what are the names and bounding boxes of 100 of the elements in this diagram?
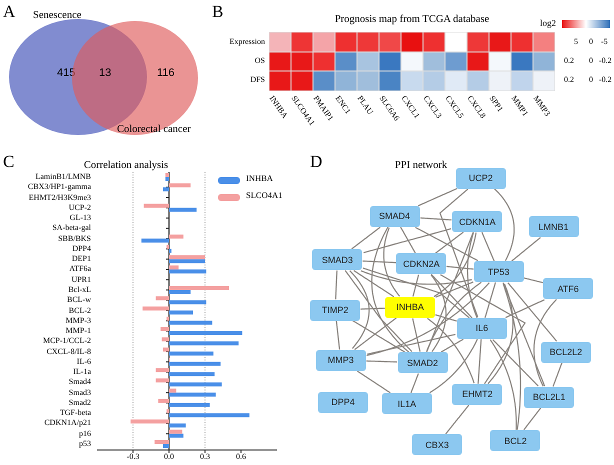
category-label: Smad3 bbox=[68, 388, 91, 397]
interaction-line bbox=[426, 282, 482, 352]
category-label: p16 bbox=[79, 428, 91, 438]
category-label: SA-beta-gal bbox=[52, 223, 91, 232]
category-label: MCP-1/CCL-2 bbox=[42, 336, 91, 346]
panel-letter: C bbox=[3, 152, 14, 172]
legend-label: SLCO4A1 bbox=[246, 190, 282, 200]
protein-node: IL6 bbox=[456, 318, 507, 339]
interaction-line bbox=[435, 232, 464, 254]
protein-node: EHMT2 bbox=[452, 384, 502, 405]
interaction-line bbox=[360, 308, 385, 310]
category-label: UPR1 bbox=[71, 274, 91, 284]
category-label: BCL-w bbox=[67, 295, 91, 304]
panel-letter: D bbox=[310, 152, 322, 172]
interaction-line bbox=[484, 282, 496, 318]
category-label: IL-6 bbox=[76, 356, 91, 366]
row-label: Expression bbox=[229, 37, 265, 46]
category-label: MMP-3 bbox=[66, 316, 91, 325]
category-label: CDKN1A/p21 bbox=[44, 418, 91, 428]
interaction-line bbox=[430, 274, 447, 352]
protein-node: CDKN1A bbox=[452, 211, 502, 232]
scale-value: 0.2 bbox=[564, 75, 574, 84]
interaction-line bbox=[362, 260, 396, 264]
scale-value: -0.2 bbox=[599, 75, 612, 84]
category-label: TGF-beta bbox=[60, 408, 91, 418]
interaction-line bbox=[511, 237, 541, 262]
scale-value: 0.2 bbox=[564, 56, 574, 65]
protein-node: IL1A bbox=[382, 393, 432, 414]
panel-letter: A bbox=[3, 2, 16, 22]
interaction-line bbox=[507, 282, 558, 342]
protein-node: SMAD3 bbox=[312, 249, 362, 270]
interaction-line bbox=[435, 281, 474, 298]
protein-node: BCL2L2 bbox=[540, 342, 591, 363]
protein-node: SMAD2 bbox=[398, 352, 448, 374]
category-label: DEP1 bbox=[72, 254, 91, 264]
scale-value: 5 bbox=[574, 37, 578, 46]
interaction-line bbox=[502, 282, 546, 386]
chart-title: Correlation analysis bbox=[84, 160, 168, 171]
row-label: OS bbox=[254, 56, 265, 65]
chart-title: Prognosis map from TCGA database bbox=[334, 14, 490, 25]
category-label: LaminB1/LMNB bbox=[35, 172, 91, 181]
protein-node: TP53 bbox=[474, 261, 524, 282]
interaction-line bbox=[410, 373, 419, 394]
interaction-line bbox=[435, 314, 457, 322]
category-label: UCP-2 bbox=[68, 202, 91, 212]
interaction-line bbox=[363, 228, 452, 254]
protein-node: BCL2 bbox=[490, 430, 540, 452]
interaction-line bbox=[349, 270, 370, 349]
interaction-line bbox=[446, 266, 474, 270]
interaction-line bbox=[362, 268, 470, 318]
interaction-line bbox=[481, 232, 495, 262]
interaction-line bbox=[533, 299, 557, 387]
scale-value: 0 bbox=[589, 75, 593, 84]
interaction-line bbox=[466, 232, 478, 318]
interaction-line bbox=[356, 370, 391, 394]
interaction-line bbox=[351, 226, 381, 250]
interaction-line bbox=[360, 270, 472, 285]
interaction-line bbox=[430, 274, 473, 318]
interaction-line bbox=[439, 188, 478, 318]
protein-node: ATF6 bbox=[543, 278, 594, 300]
protein-node: MMP3 bbox=[316, 350, 366, 371]
category-label: CXCL-8/IL-8 bbox=[46, 346, 91, 356]
interaction-line bbox=[353, 270, 394, 298]
count-label: 13 bbox=[99, 67, 112, 79]
interaction-line bbox=[400, 226, 416, 254]
interaction-line bbox=[429, 338, 478, 394]
category-label: ATF6a bbox=[69, 264, 91, 274]
interaction-line bbox=[335, 270, 338, 300]
protein-node: CDKN2A bbox=[396, 253, 446, 274]
interaction-line bbox=[440, 274, 526, 384]
interaction-line bbox=[354, 317, 397, 350]
interaction-line bbox=[426, 232, 474, 352]
interaction-line bbox=[524, 277, 544, 284]
protein-node: DPP4 bbox=[318, 392, 368, 413]
interaction-line bbox=[488, 284, 514, 384]
scale-value: 0 bbox=[589, 56, 593, 65]
interaction-line bbox=[366, 360, 398, 363]
row-label: DFS bbox=[250, 75, 265, 84]
interaction-line bbox=[427, 318, 475, 384]
interaction-line bbox=[440, 338, 464, 353]
interaction-line bbox=[366, 282, 490, 356]
protein-node: INHBA bbox=[385, 296, 436, 318]
protein-node: TIMP2 bbox=[310, 300, 360, 320]
count-label: 415 bbox=[57, 67, 76, 79]
category-label: Smad2 bbox=[68, 398, 91, 407]
category-label: GL-13 bbox=[70, 213, 91, 222]
category-label: Bcl-xL bbox=[68, 284, 91, 294]
tick-label: 0.0 bbox=[164, 452, 174, 461]
interaction-line bbox=[552, 362, 562, 387]
interaction-line bbox=[523, 408, 542, 430]
set-label: Colorectal cancer bbox=[117, 124, 191, 135]
interaction-line bbox=[352, 320, 406, 353]
interaction-line bbox=[418, 188, 458, 206]
protein-node: UCP2 bbox=[456, 168, 506, 188]
category-label: DPP4 bbox=[72, 244, 91, 253]
category-label: BCL-2 bbox=[68, 306, 91, 314]
interaction-line bbox=[383, 227, 400, 297]
interaction-line bbox=[478, 339, 482, 384]
tick-label: -0.3 bbox=[126, 452, 140, 461]
scale-value: -0.2 bbox=[599, 56, 612, 65]
